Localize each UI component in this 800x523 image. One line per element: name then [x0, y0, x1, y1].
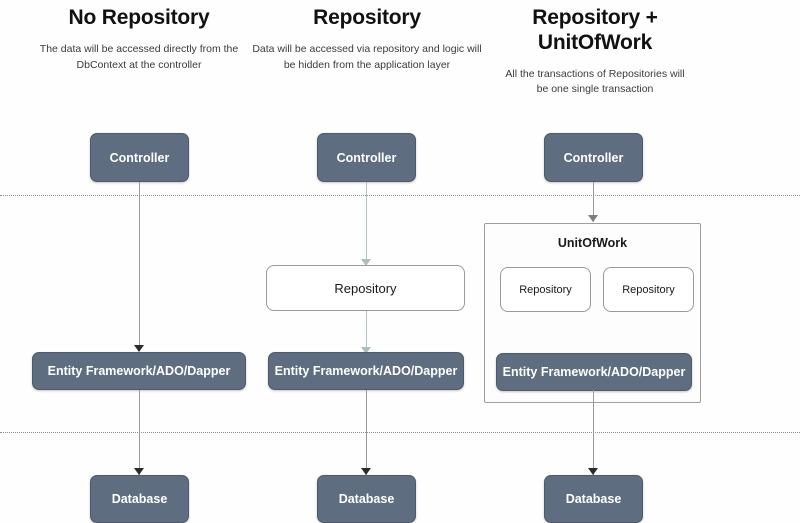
arrowhead-unitofwork-to-database-col3: [588, 468, 598, 475]
node-database-col3[interactable]: Database: [544, 475, 643, 523]
node-label-controller-col1: Controller: [109, 150, 170, 165]
node-label-data-access-col3: Entity Framework/ADO/Dapper: [502, 365, 686, 379]
node-label-repository-right-col3: Repository: [622, 283, 675, 296]
connector-dataaccess-to-database-col2: [365, 390, 367, 475]
node-data-access-col2[interactable]: Entity Framework/ADO/Dapper: [268, 352, 464, 390]
column-title-no-repository: No Repository: [68, 6, 210, 29]
node-label-repository-left-col3: Repository: [519, 283, 572, 296]
connector-controller-to-repository-col2: [365, 182, 367, 262]
node-label-data-access-col1: Entity Framework/ADO/Dapper: [47, 364, 231, 378]
band-divider-top: [0, 195, 800, 196]
node-label-unitofwork: UnitOfWork: [557, 236, 628, 250]
band-divider-bottom: [0, 432, 800, 433]
column-title-repository-unitofwork: Repository + UnitOfWork: [532, 6, 658, 54]
node-unitofwork-container[interactable]: UnitOfWork Repository Repository Entity …: [484, 223, 701, 403]
node-database-col1[interactable]: Database: [90, 475, 189, 523]
connector-unitofwork-to-database-col3: [592, 390, 594, 475]
connector-dataaccess-to-database-col1: [138, 390, 140, 475]
node-repository-left-col3[interactable]: Repository: [500, 267, 591, 312]
node-label-repository-col2: Repository: [334, 280, 397, 296]
node-data-access-col3[interactable]: Entity Framework/ADO/Dapper: [496, 353, 692, 391]
node-repository-col2[interactable]: Repository: [266, 265, 465, 311]
arrowhead-dataaccess-to-database-col2: [361, 468, 371, 475]
node-controller-col3[interactable]: Controller: [544, 133, 643, 182]
connector-repository-to-dataaccess-col2: [365, 311, 367, 352]
node-label-database-col3: Database: [565, 492, 622, 506]
column-header-no-repository: No Repository The data will be accessed …: [18, 6, 260, 73]
column-header-repository: Repository Data will be accessed via rep…: [252, 6, 482, 73]
arrowhead-controller-to-dataaccess-col1: [134, 345, 144, 352]
connector-controller-to-unitofwork-col3: [592, 182, 594, 222]
arrowhead-controller-to-repository-col2: [361, 259, 371, 266]
node-database-col2[interactable]: Database: [317, 475, 416, 523]
node-controller-col2[interactable]: Controller: [317, 133, 416, 182]
node-label-data-access-col2: Entity Framework/ADO/Dapper: [274, 364, 458, 378]
column-header-repository-unitofwork: Repository + UnitOfWork All the transact…: [500, 6, 690, 98]
column-subtitle-repository-unitofwork: All the transactions of Repositories wil…: [505, 67, 685, 96]
arrowhead-repository-to-dataaccess-col2: [361, 347, 371, 354]
node-controller-col1[interactable]: Controller: [90, 133, 189, 182]
node-label-database-col2: Database: [338, 492, 395, 506]
node-data-access-col1[interactable]: Entity Framework/ADO/Dapper: [32, 352, 246, 390]
arrowhead-dataaccess-to-database-col1: [134, 468, 144, 475]
column-subtitle-no-repository: The data will be accessed directly from …: [39, 42, 239, 71]
node-label-controller-col3: Controller: [563, 150, 624, 165]
column-title-repository: Repository: [313, 6, 421, 29]
node-repository-right-col3[interactable]: Repository: [603, 267, 694, 312]
column-subtitle-repository: Data will be accessed via repository and…: [252, 42, 482, 71]
node-label-controller-col2: Controller: [336, 150, 397, 165]
node-label-database-col1: Database: [111, 492, 168, 506]
connector-controller-to-dataaccess-col1: [138, 182, 140, 349]
arrowhead-controller-to-unitofwork-col3: [588, 215, 598, 222]
